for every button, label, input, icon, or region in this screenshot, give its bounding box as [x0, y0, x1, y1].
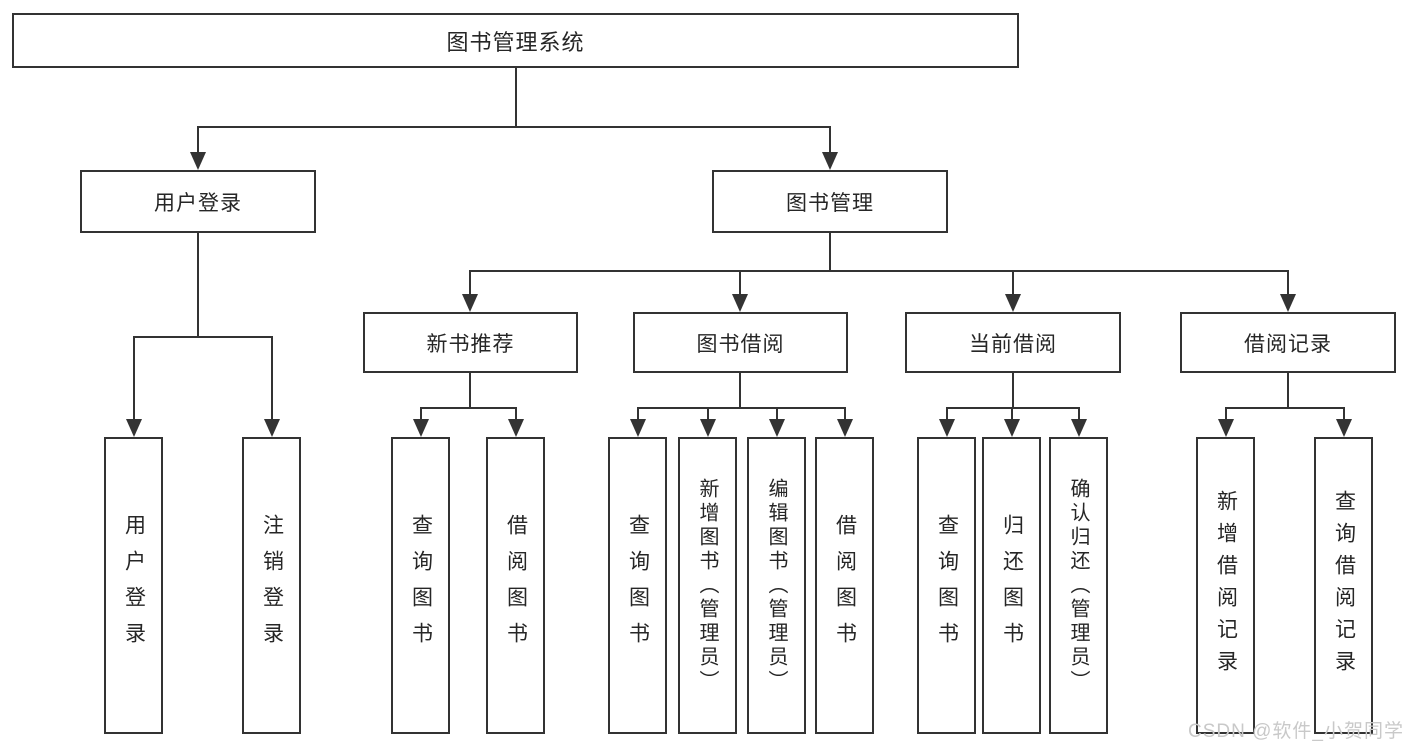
connector-hline	[1225, 407, 1345, 409]
arrow-down-icon	[1071, 419, 1087, 437]
leaf-label: 归还图书	[1000, 513, 1024, 658]
connector-vline	[469, 270, 471, 296]
leaf-borrow-books-borrowing: 借阅图书	[815, 437, 874, 734]
leaf-query-books-recommend: 查询图书	[391, 437, 450, 734]
leaf-label: 查询图书	[626, 513, 650, 658]
connector-vline	[1225, 407, 1227, 423]
connector-vline	[946, 407, 948, 423]
arrow-down-icon	[264, 419, 280, 437]
leaf-label: 用户登录	[122, 513, 146, 658]
connector-vline	[739, 270, 741, 296]
leaf-label: 注销登录	[260, 513, 284, 658]
connector-vline	[637, 407, 639, 423]
connector-vline	[271, 336, 273, 422]
node-label: 用户登录	[154, 191, 242, 215]
connector-hline	[469, 270, 1289, 272]
leaf-add-book-admin: 新增图书（管理员）	[678, 437, 737, 734]
leaf-label: 查询借阅记录	[1332, 489, 1356, 682]
connector-vline	[197, 126, 199, 156]
node-label: 图书管理系统	[446, 29, 585, 55]
leaf-edit-book-admin: 编辑图书（管理员）	[747, 437, 806, 734]
connector-vline	[515, 407, 517, 423]
node-label: 图书管理	[786, 191, 874, 215]
arrow-down-icon	[732, 294, 748, 312]
leaf-logout: 注销登录	[242, 437, 301, 734]
csdn-watermark: CSDN @软件_小贺同学	[1188, 721, 1404, 742]
connector-vline	[1012, 270, 1014, 296]
leaf-query-borrow-record: 查询借阅记录	[1314, 437, 1373, 734]
leaf-label: 新增借阅记录	[1214, 489, 1238, 682]
connector-vline	[844, 407, 846, 423]
leaf-confirm-return-admin: 确认归还（管理员）	[1049, 437, 1108, 734]
arrow-down-icon	[413, 419, 429, 437]
node-label: 新书推荐	[426, 332, 515, 356]
connector-vline	[197, 233, 199, 336]
node-borrowing-records: 借阅记录	[1180, 312, 1396, 373]
node-label: 当前借阅	[969, 332, 1057, 356]
connector-vline	[1287, 270, 1289, 296]
connector-vline	[1078, 407, 1080, 423]
node-book-management: 图书管理	[712, 170, 948, 233]
leaf-label: 查询图书	[409, 513, 433, 658]
arrow-down-icon	[190, 152, 206, 170]
connector-vline	[707, 407, 709, 423]
connector-vline	[776, 407, 778, 423]
leaf-add-borrow-record: 新增借阅记录	[1196, 437, 1255, 734]
leaf-label: 查询图书	[935, 513, 959, 658]
arrow-down-icon	[700, 419, 716, 437]
connector-vline	[133, 336, 135, 422]
connector-vline	[515, 68, 517, 126]
arrow-down-icon	[462, 294, 478, 312]
node-label: 图书借阅	[696, 332, 785, 356]
node-book-borrowing: 图书借阅	[633, 312, 848, 373]
connector-hline	[946, 407, 1080, 409]
connector-vline	[1287, 373, 1289, 407]
connector-hline	[197, 126, 831, 128]
connector-vline	[469, 373, 471, 407]
leaf-label: 借阅图书	[504, 513, 528, 658]
arrow-down-icon	[939, 419, 955, 437]
leaf-label: 新增图书（管理员）	[696, 477, 718, 694]
arrow-down-icon	[1336, 419, 1352, 437]
connector-vline	[1343, 407, 1345, 423]
leaf-return-books: 归还图书	[982, 437, 1041, 734]
node-new-book-recommendation: 新书推荐	[363, 312, 578, 373]
leaf-query-books-current: 查询图书	[917, 437, 976, 734]
leaf-label: 编辑图书（管理员）	[765, 477, 787, 694]
connector-vline	[1011, 407, 1013, 423]
arrow-down-icon	[1005, 294, 1021, 312]
connector-hline	[420, 407, 517, 409]
connector-vline	[1012, 373, 1014, 407]
arrow-down-icon	[1004, 419, 1020, 437]
connector-vline	[420, 407, 422, 423]
arrow-down-icon	[508, 419, 524, 437]
arrow-down-icon	[1218, 419, 1234, 437]
arrow-down-icon	[822, 152, 838, 170]
node-library-management-system: 图书管理系统	[12, 13, 1019, 68]
arrow-down-icon	[837, 419, 853, 437]
leaf-borrow-books-recommend: 借阅图书	[486, 437, 545, 734]
leaf-label: 确认归还（管理员）	[1067, 477, 1089, 694]
connector-vline	[829, 126, 831, 156]
node-current-borrowing: 当前借阅	[905, 312, 1121, 373]
arrow-down-icon	[769, 419, 785, 437]
connector-hline	[133, 336, 273, 338]
leaf-label: 借阅图书	[833, 513, 857, 658]
arrow-down-icon	[630, 419, 646, 437]
connector-vline	[829, 233, 831, 270]
connector-hline	[637, 407, 846, 409]
node-label: 借阅记录	[1244, 332, 1332, 356]
node-user-login: 用户登录	[80, 170, 316, 233]
connector-vline	[739, 373, 741, 407]
leaf-user-login: 用户登录	[104, 437, 163, 734]
arrow-down-icon	[126, 419, 142, 437]
arrow-down-icon	[1280, 294, 1296, 312]
leaf-query-books-borrowing: 查询图书	[608, 437, 667, 734]
